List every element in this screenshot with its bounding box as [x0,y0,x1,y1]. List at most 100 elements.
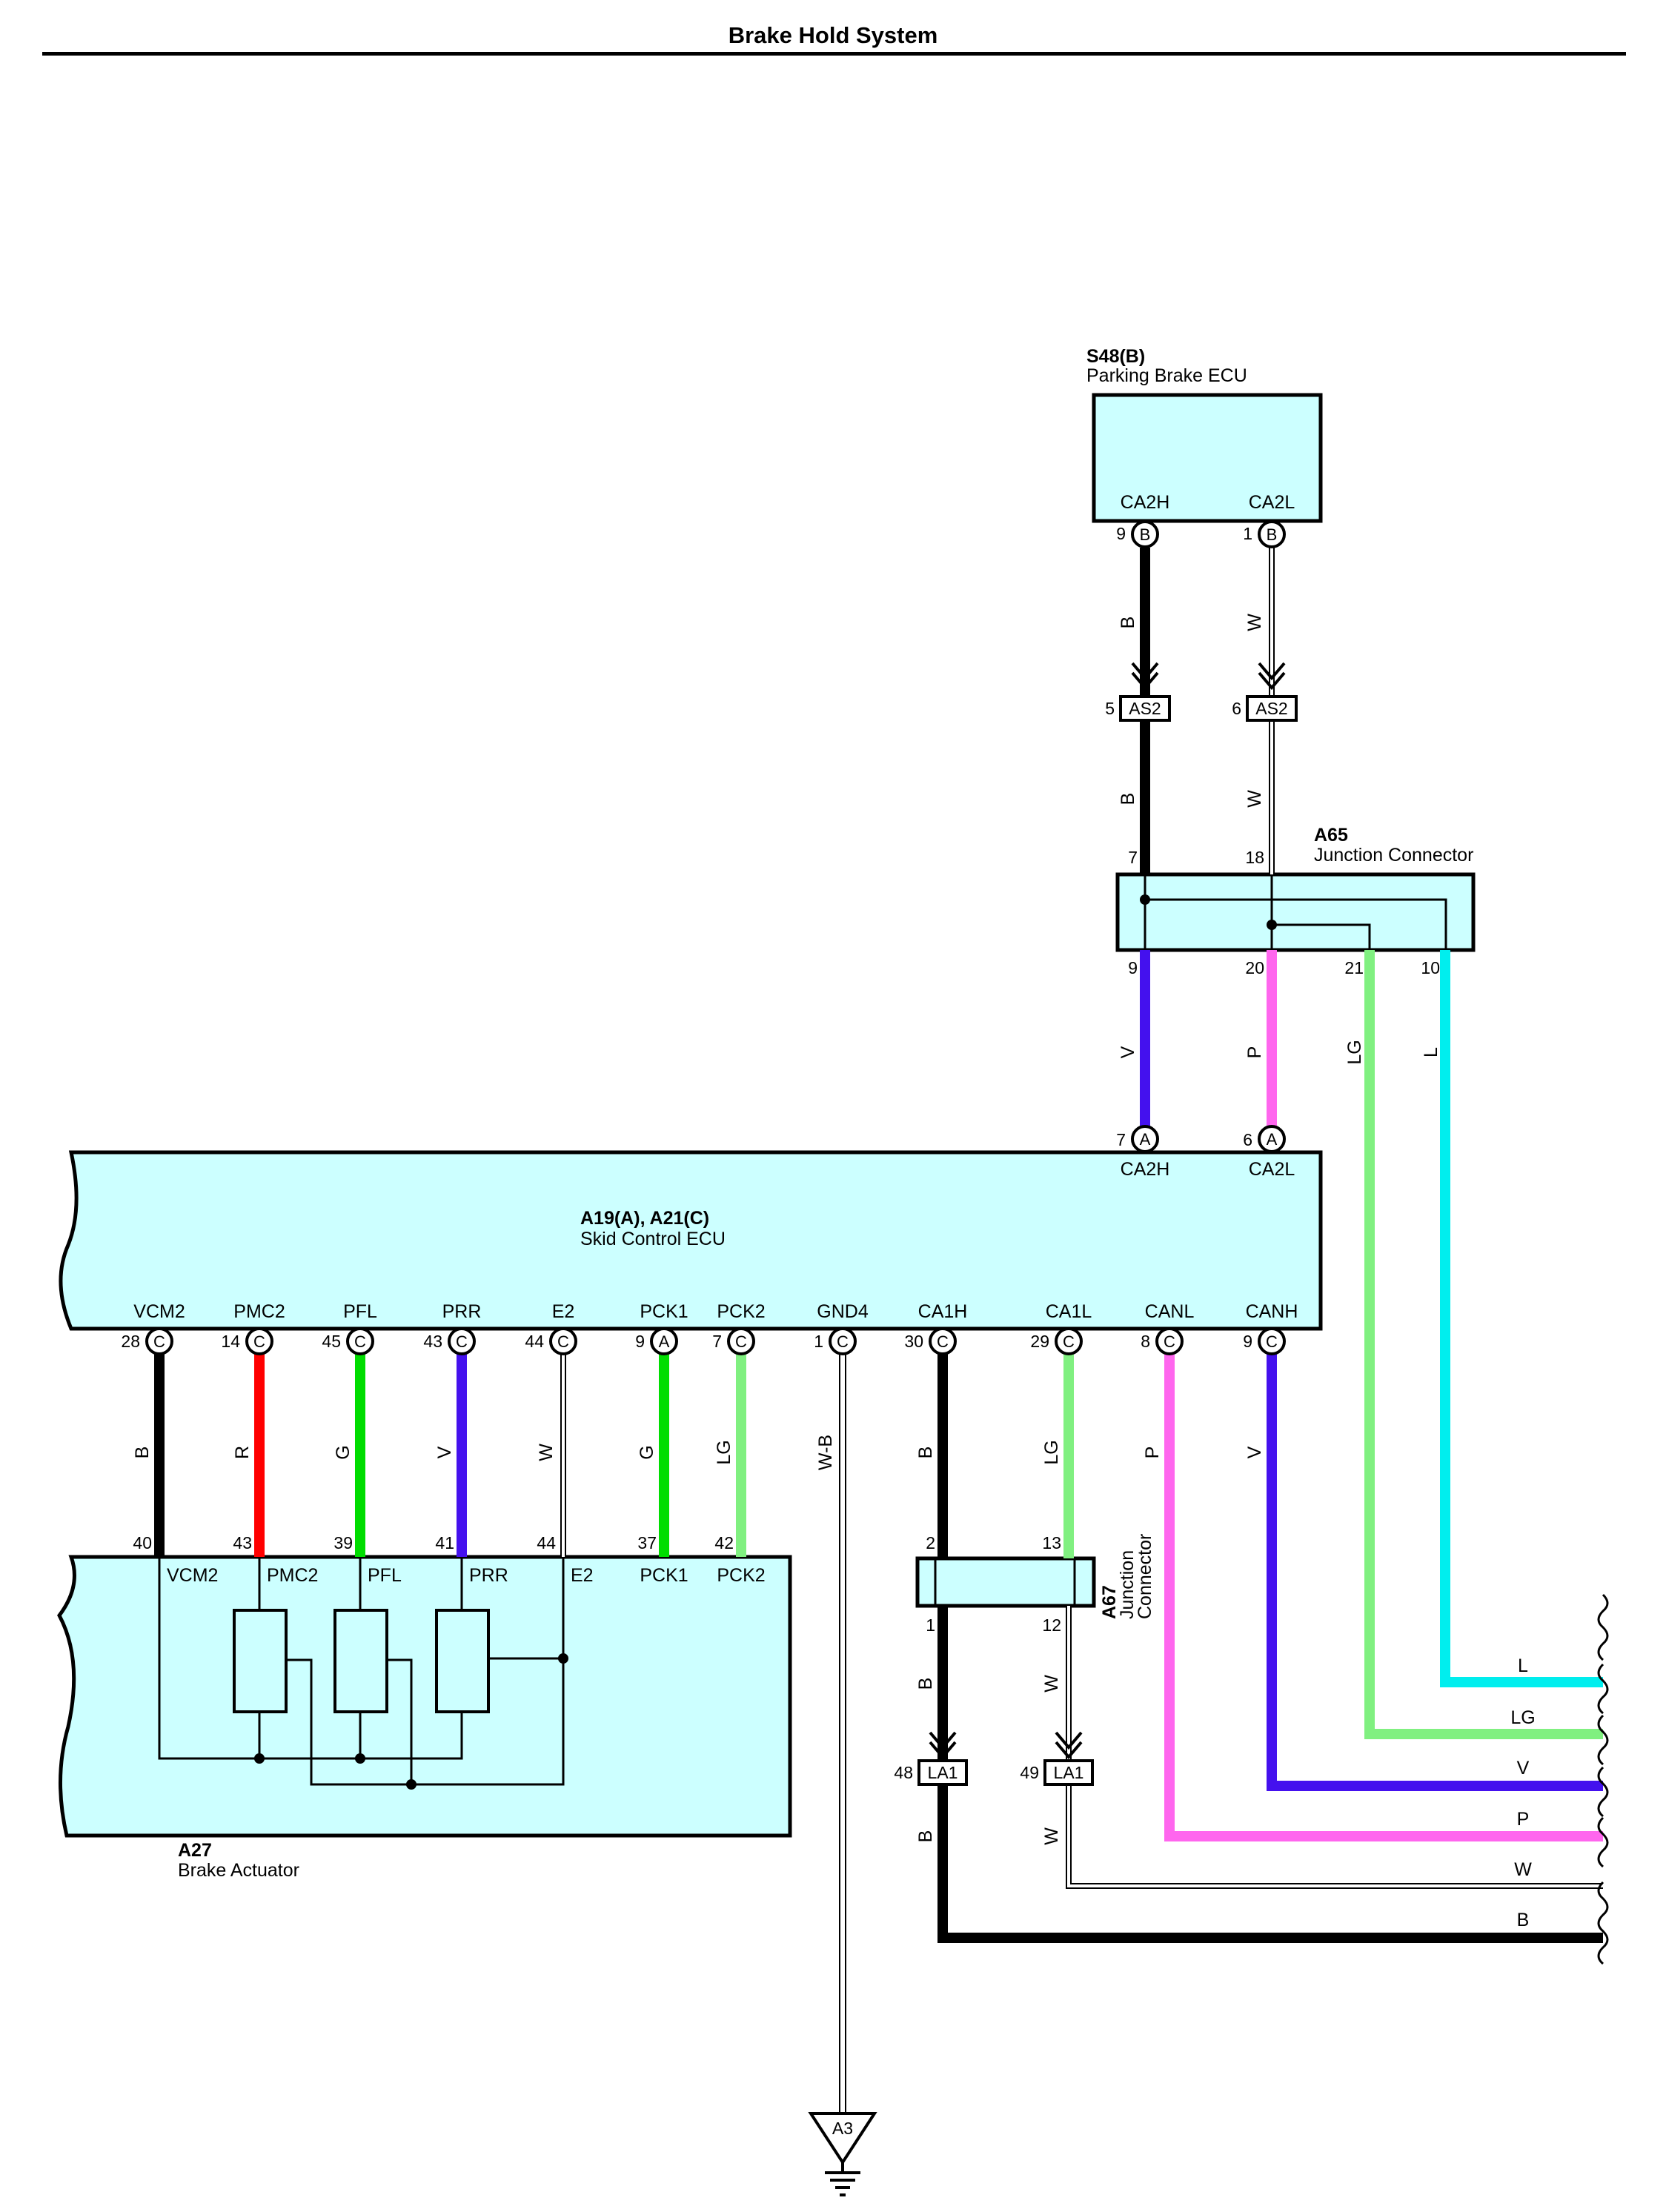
as2-pin-number: 5 [1105,699,1115,718]
a19-bottom-terminal: C [1155,1327,1184,1355]
a27-solenoid [233,1609,288,1713]
a67-name-line2: Connector [1135,1534,1155,1619]
a27-pin-number: 41 [435,1533,454,1552]
a19-pin-number: 8 [1141,1332,1150,1351]
ground-icon [825,2162,860,2196]
a67-code: A67 [1099,1585,1120,1619]
as2-connector-label: AS2 [1255,699,1287,718]
a27-junction-dot [254,1753,265,1764]
a65-internal-wiring [1144,874,1447,950]
a19-terminal-name: GND4 [817,1301,869,1322]
a27-terminal-name: PFL [368,1565,402,1586]
a27-junction-dot [355,1753,365,1764]
wire-label: B [132,1447,153,1459]
wire-label: B [1118,793,1138,806]
a19-pin-number: 9 [635,1332,645,1351]
a27-pin-number: 42 [714,1533,734,1552]
a65-junction-dot [1140,894,1150,905]
s48-pin-number: 1 [1243,524,1252,543]
bus-continuation-marks [1597,1593,1609,1965]
s48-terminal-name: CA2L [1249,492,1295,513]
a67-label: A67 Junction Connector [1099,1534,1155,1619]
terminal-connector-letter: C [735,1332,747,1351]
terminal-connector-letter: C [1164,1332,1175,1351]
a27-terminal-name: PCK1 [640,1565,688,1586]
a65-pin-number: 10 [1421,958,1440,977]
a19-bottom-terminal: C [1258,1327,1286,1355]
a19-terminal-name: PFL [343,1301,377,1322]
la1-connector [1043,1759,1094,1786]
a27-solenoid [435,1609,490,1713]
la1-arrow [1055,1731,1083,1760]
a65-pin-number: 9 [1128,958,1138,977]
a65-name: Junction Connector [1314,845,1473,866]
a19-pin-number: 1 [814,1332,823,1351]
a19-bottom-terminals: VCM228BPMC214RPFL45GPRR43VE244WPCK19GPCK… [121,1301,1298,1470]
a19-bottom-terminal: C [929,1327,957,1355]
a19-pin-number: 14 [221,1332,240,1351]
a27-pin-number: 39 [333,1533,353,1552]
terminal-circle [1258,1125,1286,1153]
s48-code: S48(B) [1086,346,1145,367]
a3-code: A3 [832,2119,853,2138]
la1-pin-number: 48 [894,1763,913,1782]
terminal-connector-letter: B [1140,525,1151,544]
wire [1067,1784,1603,1887]
a19-bottom-terminal: C [549,1327,577,1355]
s48-pin-number: 9 [1116,524,1126,543]
as2-connector-label: AS2 [1129,699,1161,718]
a65-pin-number: 21 [1344,958,1364,977]
terminal-connector-letter: C [354,1332,366,1351]
a67-body [915,1556,1096,1608]
a19-pin-number: 6 [1243,1130,1252,1149]
terminal-circle [1258,1327,1286,1355]
la1-connector-label: LA1 [928,1763,958,1782]
a19-pin-number: 28 [121,1332,140,1351]
terminal-circle [829,1327,857,1355]
a27-terminal-name: E2 [571,1565,594,1586]
wire-label: G [333,1445,354,1459]
page-title: Brake Hold System [728,22,938,48]
a27-pin-number: 37 [637,1533,657,1552]
a67-pin-number: 2 [926,1533,935,1552]
la1-pin-number: 49 [1020,1763,1039,1782]
a65-pin-number: 7 [1128,848,1138,867]
bus-label: L [1518,1655,1528,1676]
a65-code: A65 [1314,825,1348,846]
terminal-circle [1258,520,1286,548]
terminal-circle [448,1327,476,1355]
a67-pin-number: 1 [926,1615,935,1635]
a19-terminal-name: CA2L [1249,1159,1295,1180]
a27-terminal-name: VCM2 [167,1565,218,1586]
a27-pin-number: 44 [537,1533,556,1552]
a19-body [59,1150,1323,1331]
terminal-circle [727,1327,755,1355]
bus-label: P [1517,1809,1530,1830]
a19-terminal-name: PRR [442,1301,482,1322]
terminal-connector-letter: A [1267,1130,1278,1149]
wire-label: V [1118,1046,1138,1058]
as2-arrow [1131,662,1159,691]
wire-label: W [1244,614,1265,631]
wire-label: LG [714,1440,734,1464]
a65-pin-number: 18 [1245,848,1264,867]
wire [937,1784,1603,1943]
a19-terminal-name: PMC2 [233,1301,285,1322]
terminal-circle [346,1327,374,1355]
a65-body [1115,872,1476,952]
terminal-circle [1055,1327,1083,1355]
a19-bottom-terminal: C [448,1327,476,1355]
a19-bottom-terminal: A [650,1327,678,1355]
a27-junction-dot [406,1779,416,1790]
a27-junction-dot [558,1653,568,1664]
title-rule [42,52,1626,56]
a27-terminal-name: PRR [469,1565,508,1586]
bus-label: LG [1510,1707,1535,1728]
terminal-connector-letter: C [937,1332,949,1351]
terminal-connector-letter: C [253,1332,265,1351]
la1-connector-label: LA1 [1054,1763,1084,1782]
a67-pin-number: 13 [1042,1533,1061,1552]
terminal-circle [549,1327,577,1355]
a19-bottom-terminal: C [1055,1327,1083,1355]
